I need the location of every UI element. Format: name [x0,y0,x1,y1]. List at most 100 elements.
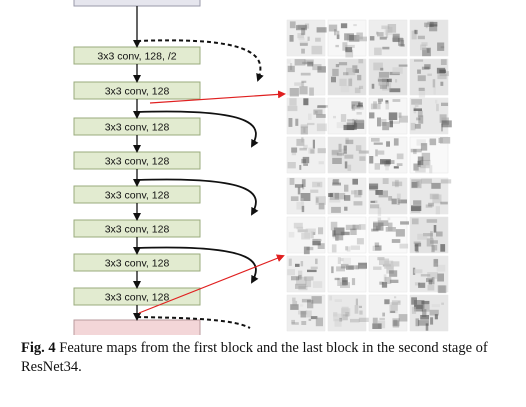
feature-texture [425,323,429,331]
feature-texture [418,88,426,98]
feature-texture [378,101,382,104]
feature-texture [385,161,389,171]
feature-texture [306,246,314,251]
feature-texture [340,231,350,236]
feature-texture [302,156,310,164]
feature-texture [342,257,351,265]
projection-shortcut-next [136,316,251,329]
feature-texture [317,148,326,154]
feature-texture [287,105,298,112]
feature-texture [336,30,340,39]
feature-texture [420,44,427,51]
feature-texture [350,228,357,235]
feature-texture [414,124,421,129]
feature-texture [340,85,350,93]
feature-texture [308,113,312,120]
feature-texture [379,119,387,126]
feature-texture [351,101,361,109]
feature-texture [307,122,315,126]
feature-texture [374,47,382,56]
feature-texture [296,138,305,146]
feature-texture [421,159,431,166]
feature-texture [299,86,308,95]
feature-texture [392,37,403,42]
feature-texture [395,79,398,83]
feature-texture [333,115,336,119]
feature-texture [341,314,348,321]
feature-texture [422,47,431,57]
feature-texture [373,142,383,145]
feature-texture [391,300,401,305]
feature-texture [345,224,356,231]
feature-texture [390,310,396,313]
feature-texture [341,150,347,153]
feature-texture [437,273,444,282]
feature-texture [387,24,397,33]
feature-texture [419,160,430,169]
feature-texture [298,274,302,280]
feature-texture [416,139,426,146]
feature-texture [392,318,400,327]
feature-texture [329,295,332,301]
feature-texture [357,74,362,81]
feature-texture [381,25,390,30]
feature-texture [416,181,420,187]
feature-texture [369,156,374,164]
feature-texture [410,122,416,131]
feature-texture [318,202,325,210]
feature-texture [393,319,398,326]
feature-texture [392,181,403,187]
feature-texture [299,40,309,45]
feature-texture [309,87,314,96]
feature-texture [353,120,365,129]
feature-texture [413,108,422,111]
feature-texture [379,258,390,265]
feature-texture [370,204,380,209]
feature-texture [340,282,350,288]
feature-texture [315,258,318,265]
feature-texture [399,243,409,249]
feature-texture [331,244,337,253]
feature-texture [304,59,314,65]
feature-texture [289,98,297,106]
feature-texture [353,106,364,110]
feature-texture [308,147,316,154]
feature-texture [440,46,445,49]
feature-texture [417,75,426,82]
feature-texture [318,239,322,242]
feature-texture [371,83,375,89]
feature-texture [291,322,299,325]
feature-texture [287,162,296,169]
feature-texture [318,161,324,165]
feature-texture [440,59,447,65]
feature-texture [292,300,298,306]
feature-texture [378,71,389,78]
feature-texture [390,261,400,267]
feature-texture [384,262,393,269]
feature-texture [358,150,370,154]
feature-texture [414,59,424,62]
feature-texture [427,73,432,76]
feature-texture [345,44,355,48]
feature-texture [430,240,438,244]
feature-texture [398,112,402,118]
feature-texture [413,269,423,274]
feature-texture [398,38,404,46]
feature-texture [329,198,341,203]
feature-texture [375,190,383,195]
feature-texture [300,198,304,205]
feature-texture [305,280,312,288]
feature-texture [392,67,403,74]
feature-texture [354,190,362,198]
feature-texture [370,200,376,203]
feature-texture [290,196,299,201]
feature-texture [317,105,328,108]
feature-texture [315,110,318,114]
feature-texture [384,276,392,284]
feature-texture [301,232,311,240]
feature-texture [414,103,419,108]
feature-texture [355,298,358,306]
feature-texture [294,184,304,188]
feature-texture [436,103,439,112]
